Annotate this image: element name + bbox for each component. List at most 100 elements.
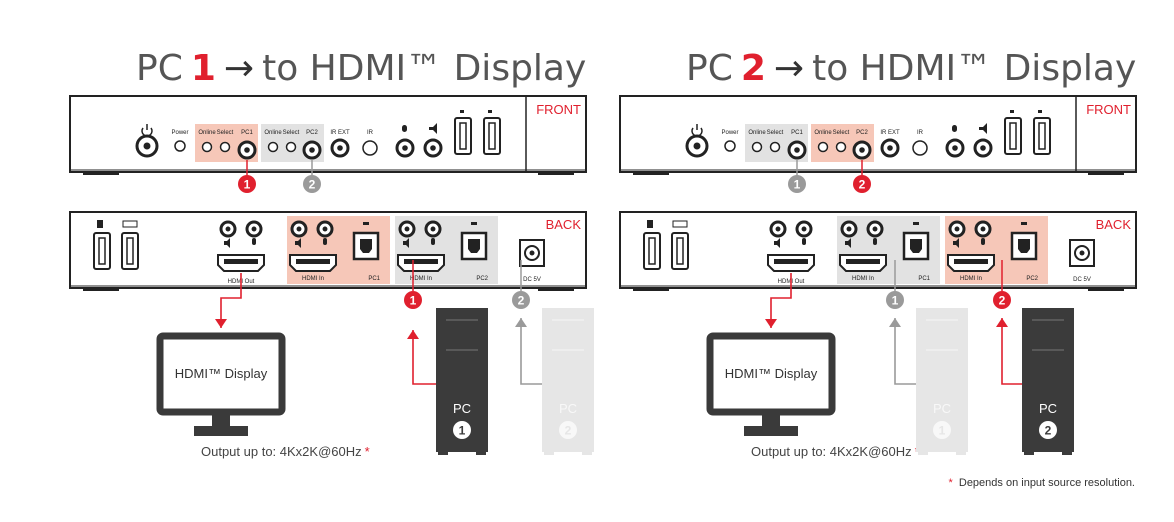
pc1-tower-number: 1 [459,424,466,438]
pc2-select-led [285,141,297,153]
back-marker-1-number: 1 [892,294,899,308]
back-usb-1-tongue [98,237,106,265]
front-marker-2 [853,175,871,193]
back-marker-2-number: 2 [999,294,1006,308]
front-usb-1-tongue [459,122,467,150]
front-usb-1-tongue [1009,122,1017,150]
back-tag: BACK [1096,217,1132,232]
title-pc-label: PC [686,48,733,89]
output-note-text: Output up to: 4Kx2K@60Hz [751,444,912,459]
back-foot-r [538,288,574,291]
pc2-speaker-icon [403,238,409,248]
front-foot-l [633,172,669,175]
pc2-select-button-core [309,147,315,153]
usb-b-pc2-port-inner [1018,239,1030,253]
ir-ext-label: IR EXT [880,130,900,136]
back-usb-2-tongue [676,237,684,265]
pc1-online-label: Online [198,130,216,136]
ir-ext-jack-core [337,145,343,151]
back-foot-l [633,288,669,291]
pc2-select-led [835,141,847,153]
pc1-tower-badge [453,421,471,439]
pc1-online-led [201,141,213,153]
back-pc1-label: PC1 [918,276,930,282]
cable-pc2 [1001,318,1022,385]
pc2-tower-number: 2 [1045,424,1052,438]
mic-icon [952,125,957,132]
ir-ext-label: IR EXT [330,130,350,136]
hdmi-in-pc1-label: HDMI In [302,276,324,282]
out-mic-icon [802,238,806,245]
pc2-tower-foot-r [1062,452,1072,455]
output-note-star: * [365,444,370,459]
hdmi-in-pc1-port-pins [846,259,880,264]
pc1-tower-foot-l [438,452,448,455]
title-arrow: → [774,48,804,89]
back-tag: BACK [546,217,582,232]
front-marker-1 [238,175,256,193]
pc1-tower-label: PC [453,401,471,416]
pc2-online-label: Online [264,130,282,136]
display-neck [762,412,780,426]
cable-pc1-head [889,318,901,327]
display-neck [212,412,230,426]
pc2-tower-label: PC [1039,401,1057,416]
mouse-icon [647,220,653,228]
out-mic-jack-core [801,226,807,232]
usb-b-pc1-port [352,231,380,261]
front-marker-1-number: 1 [244,178,251,192]
back-marker-1 [886,291,904,309]
cable-pc1 [894,318,916,385]
pc1-usb-icon [363,222,369,225]
ir-ext-jack-core [887,145,893,151]
display-label: HDMI™ Display [725,366,818,381]
usb-b-pc1-port-inner [360,239,372,253]
hdmi-in-pc2-port-pins [954,259,988,264]
pc2-speaker-icon [953,238,959,248]
pc1-speaker-jack-core [296,226,302,232]
hdmi-in-pc2-port-pins [404,259,438,264]
pc2-tower-foot-l [544,452,554,455]
pc2-select-button-core [859,147,865,153]
back-marker-1 [404,291,422,309]
mic-icon [402,125,407,132]
pc2-tower-badge [1039,421,1057,439]
pc2-tower-foot-r [582,452,592,455]
dc-pin [1079,250,1085,256]
title-pc-label: PC [136,48,183,89]
front-marker-1-number: 1 [794,178,801,192]
front-speaker-jack-core [980,145,986,151]
panel-pc1-to-display: PC1→to HDMI™ DisplayFRONTpower-iconPower… [69,48,594,459]
back-usb-2-tongue [126,237,134,265]
footnote-star: * [949,477,954,489]
pc2-usb-icon [471,222,477,225]
power-icon [141,127,153,137]
pc1-select-led [219,141,231,153]
pc1-tower-badge [933,421,951,439]
pc2-usb-icon [1021,222,1027,225]
pc2-select-label: Select [833,130,850,136]
back-pc2-label: PC2 [1026,276,1038,282]
front-chassis [619,95,1137,173]
usb-b-pc1-port-inner [910,239,922,253]
pc1-button-label: PC1 [791,130,803,136]
cable-pc2-head [996,318,1008,327]
pc2-tower-foot-l [1024,452,1034,455]
pc1-select-label: Select [767,130,784,136]
pc2-select-label: Select [283,130,300,136]
pc1-select-label: Select [217,130,234,136]
pc2-online-led [817,141,829,153]
display-stand [194,426,248,436]
back-marker-2 [512,291,530,309]
mouse-icon [97,220,103,228]
pc1-tower-label: PC [933,401,951,416]
back-foot-l [83,288,119,291]
output-note-text: Output up to: 4Kx2K@60Hz [201,444,362,459]
pc2-mic-icon [981,238,985,245]
front-foot-r [538,172,574,175]
back-marker-2-number: 2 [518,294,525,308]
display-label: HDMI™ Display [175,366,268,381]
title-pc-number: 1 [191,48,216,89]
front-power-button-core [693,142,701,150]
